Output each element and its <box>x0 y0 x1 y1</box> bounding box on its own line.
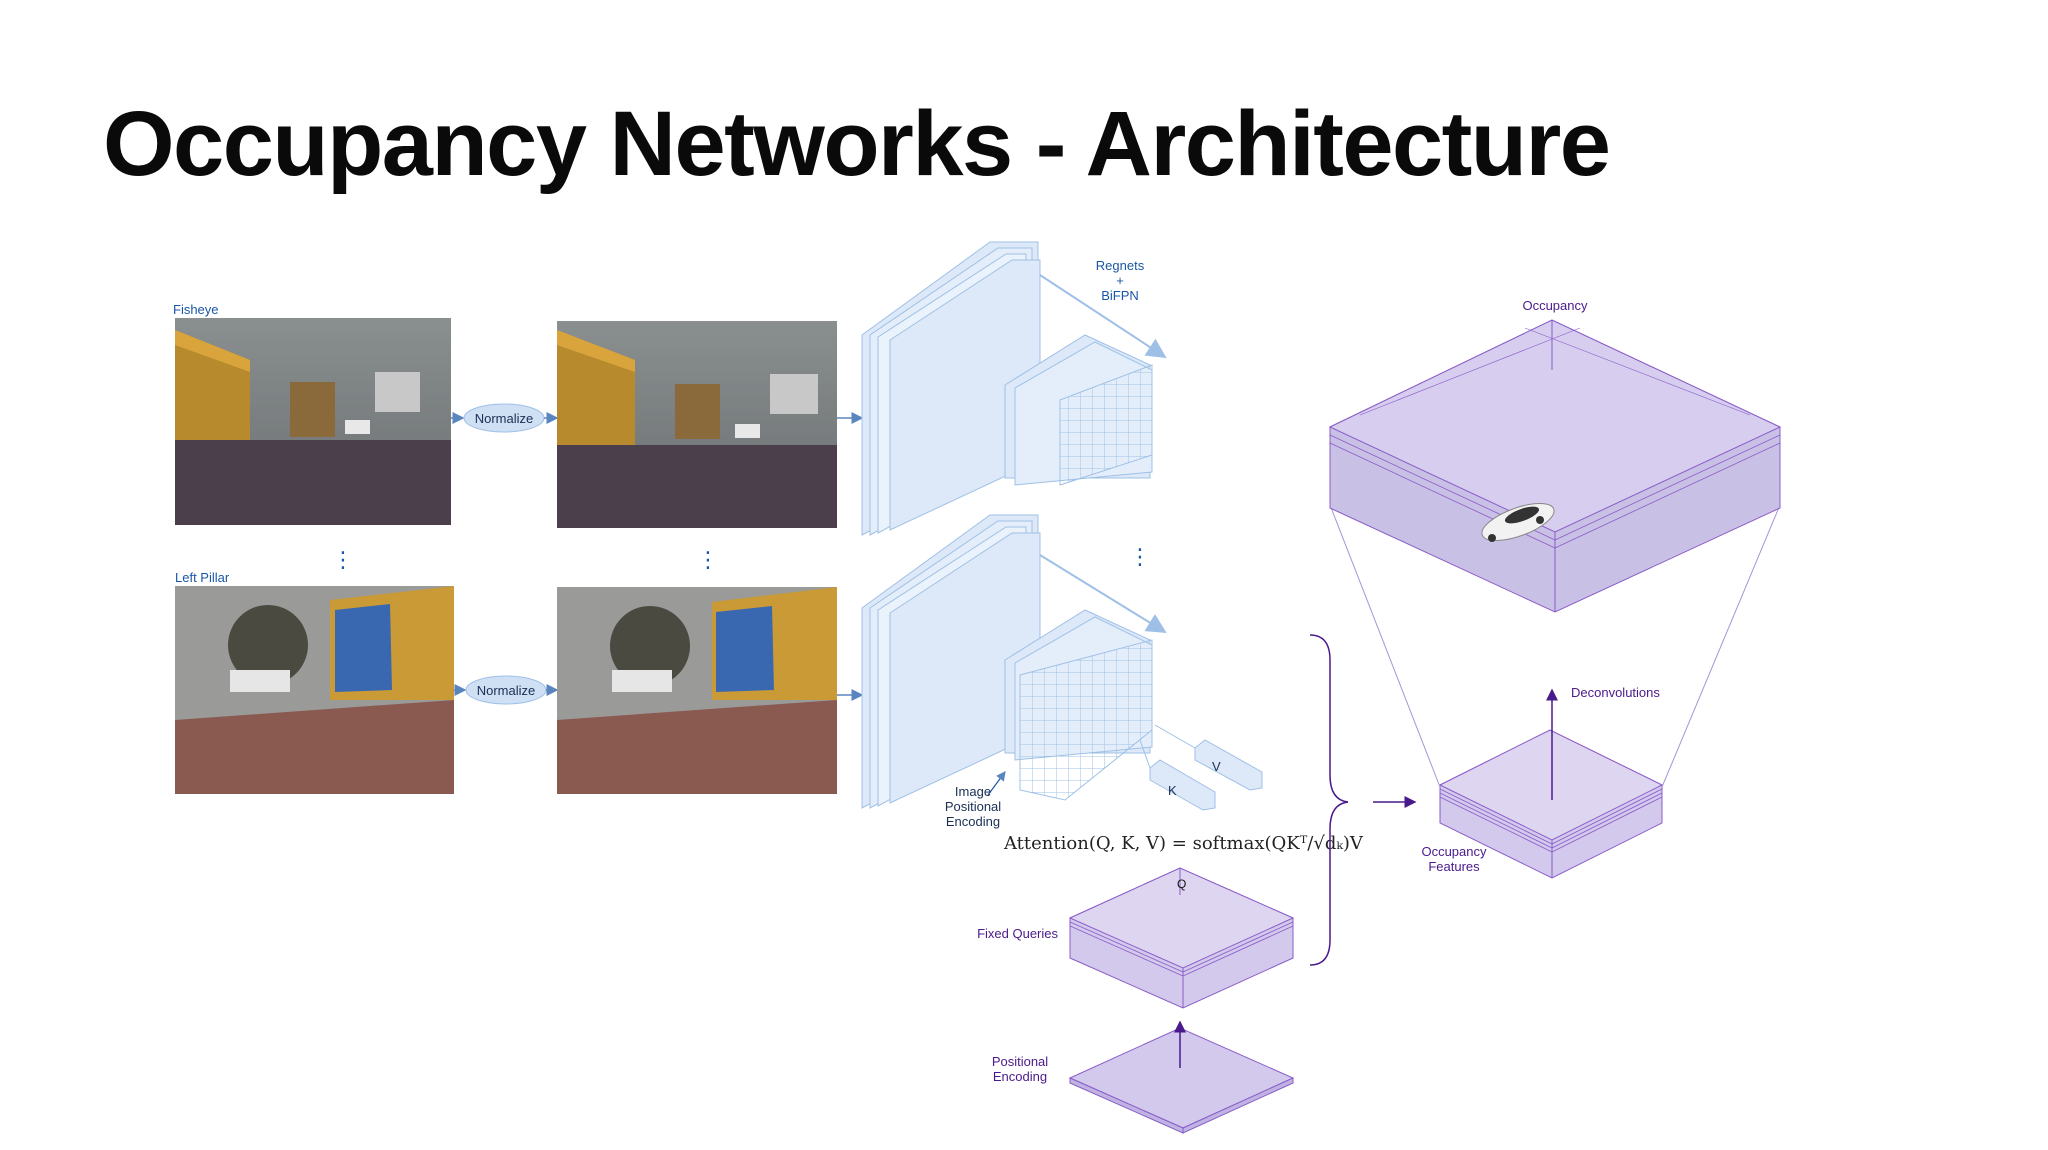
attention-brace <box>1309 634 1349 966</box>
v-label: V <box>1212 759 1221 774</box>
attention-formula: Attention(Q, K, V) = softmax(QKᵀ/√dₖ)V <box>1003 833 1364 854</box>
occupancy-features-line1: Occupancy <box>1421 844 1487 859</box>
image-pe-line1: Image <box>955 784 991 799</box>
image-pe-line3: Encoding <box>946 814 1000 829</box>
normalize-node-2: Normalize <box>454 675 559 705</box>
k-label: K <box>1168 783 1177 798</box>
car-icon <box>1481 503 1555 542</box>
fixed-queries-label: Fixed Queries <box>977 926 1058 941</box>
occupancy-features-volume <box>1438 688 1664 879</box>
normalize-1-label: Normalize <box>475 411 534 426</box>
left-pillar-normalized-image <box>557 587 864 794</box>
regnets-line3: BiFPN <box>1101 288 1139 303</box>
image-pe-line2: Positional <box>945 799 1001 814</box>
positional-encoding-plane <box>1068 1020 1295 1134</box>
ellipsis-2: ⋮ <box>697 548 719 573</box>
slide-title: Occupancy Networks - Architecture <box>103 93 1611 195</box>
normalize-2-label: Normalize <box>477 683 536 698</box>
fisheye-normalized-image <box>557 321 864 528</box>
regnet-feature-stack-1 <box>861 241 1167 536</box>
ellipsis-3: ⋮ <box>1129 545 1151 570</box>
fixed-queries-volume <box>1068 867 1295 1009</box>
left-pillar-raw-image <box>175 586 454 794</box>
regnets-line1: Regnets <box>1096 258 1145 273</box>
occupancy-output-volume <box>1328 319 1782 613</box>
fisheye-label: Fisheye <box>173 302 219 317</box>
normalize-node-1: Normalize <box>451 403 559 433</box>
regnet-feature-stack-2 <box>861 514 1263 811</box>
q-label: Q <box>1177 877 1186 891</box>
occupancy-label: Occupancy <box>1522 298 1588 313</box>
positional-encoding-line2: Encoding <box>993 1069 1047 1084</box>
ellipsis-1: ⋮ <box>332 548 354 573</box>
left-pillar-label: Left Pillar <box>175 570 230 585</box>
positional-encoding-line1: Positional <box>992 1054 1048 1069</box>
deconvolutions-label: Deconvolutions <box>1571 685 1660 700</box>
regnets-line2: + <box>1116 273 1124 288</box>
occupancy-features-line2: Features <box>1428 859 1480 874</box>
fisheye-raw-image <box>175 318 451 525</box>
